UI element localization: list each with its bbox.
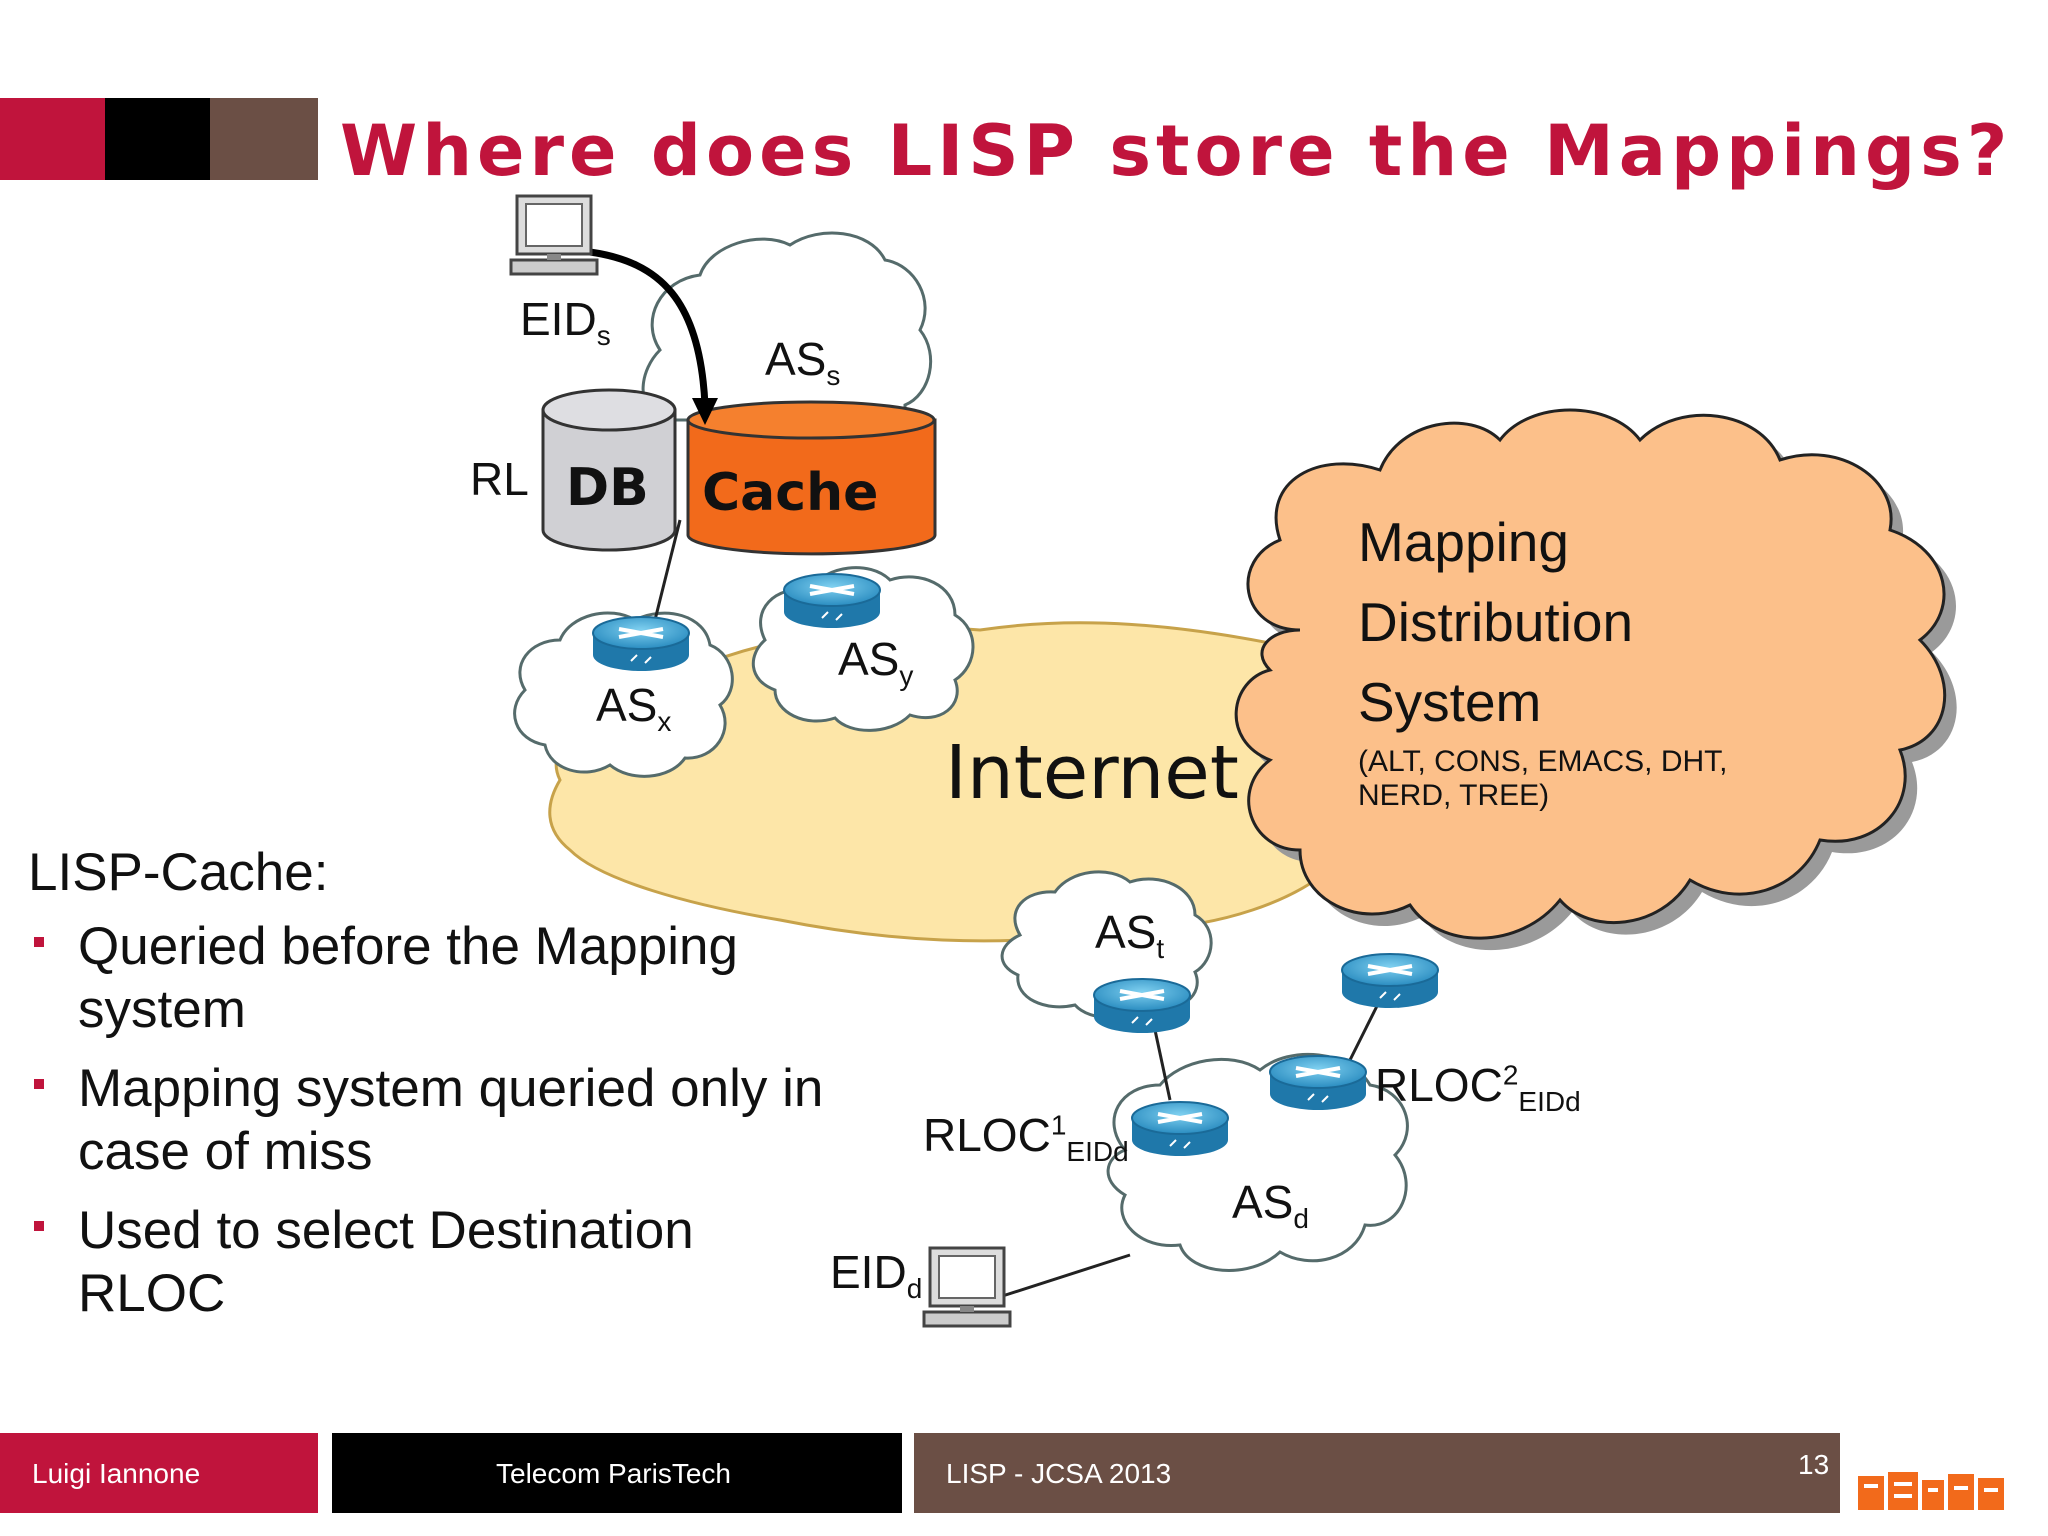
- bullet-marker-icon: [34, 937, 44, 947]
- computer-icon: [509, 194, 599, 276]
- router-icon: [591, 615, 691, 673]
- router-icon: [782, 572, 882, 630]
- slide-title: Where does LISP store the Mappings?: [340, 110, 2013, 192]
- internet-label: Internet: [945, 730, 1239, 816]
- header-bar-brown: [210, 98, 318, 180]
- db-label: DB: [566, 458, 649, 518]
- header-bar-red: [0, 98, 105, 180]
- rloc2-label: RLOC2EIDd: [1375, 1059, 1581, 1118]
- bullet-item: Queried before the Mapping system: [28, 915, 823, 1041]
- footer-institution: Telecom ParisTech: [496, 1458, 731, 1489]
- database-icon: [541, 388, 677, 552]
- footer-author: Luigi Iannone: [32, 1458, 201, 1489]
- mds-protocols-line-2: NERD, TREE): [1358, 779, 1550, 812]
- page-number: 13: [1798, 1449, 1830, 1480]
- mds-protocols-line-1: (ALT, CONS, EMACS, DHT,: [1358, 745, 1728, 778]
- footer-author-box: Luigi Iannone: [0, 1433, 318, 1513]
- as-d-label: ASd: [1232, 1176, 1309, 1235]
- mds-cloud: [1234, 408, 1947, 940]
- bullet-marker-icon: [34, 1221, 44, 1231]
- cache-label: Cache: [702, 463, 879, 523]
- header-bar-black: [105, 98, 210, 180]
- eid-s-label: EIDs: [520, 293, 611, 352]
- as-y-label: ASy: [838, 633, 914, 692]
- as-s-label: ASs: [765, 333, 841, 392]
- mds-line-1: Mapping: [1358, 511, 1569, 573]
- rloc1-label: RLOC1EIDd: [923, 1109, 1129, 1168]
- bullet-item: Mapping system queried only in case of m…: [28, 1057, 823, 1183]
- bullet-item: Used to select Destination RLOC: [28, 1199, 823, 1325]
- computer-icon: [922, 1246, 1012, 1328]
- router-icon: [1092, 977, 1192, 1035]
- mds-line-2: Distribution: [1358, 591, 1634, 653]
- as-x-label: ASx: [596, 679, 672, 738]
- router-icon: [1130, 1100, 1230, 1158]
- as-t-label: ASt: [1095, 906, 1165, 965]
- institution-logo: [1858, 1472, 2004, 1510]
- router-icon: [1268, 1054, 1368, 1112]
- footer-event-box: LISP - JCSA 2013 13: [914, 1433, 1840, 1513]
- footer-institution-box: Telecom ParisTech: [332, 1433, 902, 1513]
- bullet-list: Queried before the Mapping system Mappin…: [28, 915, 823, 1341]
- bullet-marker-icon: [34, 1079, 44, 1089]
- router-icon: [1340, 952, 1440, 1010]
- eid-d-label: EIDd: [830, 1246, 923, 1305]
- mds-line-3: System: [1358, 671, 1542, 733]
- lisp-cache-heading: LISP-Cache:: [28, 843, 329, 902]
- cache-icon: [686, 400, 937, 556]
- rloc-partial-label: RL: [470, 453, 529, 505]
- footer-event: LISP - JCSA 2013: [946, 1458, 1172, 1489]
